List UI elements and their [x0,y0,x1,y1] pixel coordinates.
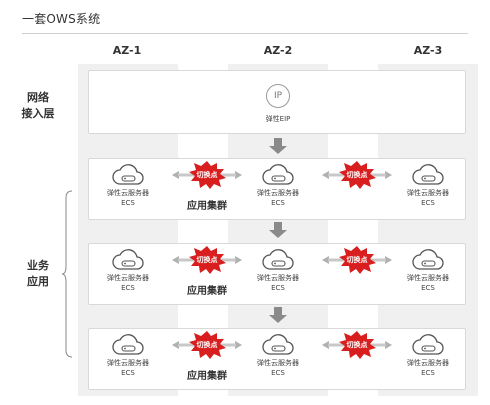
ecs-label-line2: ECS [421,369,435,377]
ecs-label-line1: 弹性云服务器 [257,359,299,367]
switch-point-icon [322,331,392,359]
eip-label: 弹性EIP [265,115,291,123]
ecs-node: 弹性云服务器 ECS [88,162,168,208]
switch-point-badge: 切换点 [320,245,394,275]
switch-point-label: 切换点 [346,341,368,349]
switch-point-label: 切换点 [346,256,368,264]
ecs-label-line2: ECS [121,284,135,292]
cloud-server-icon [262,164,294,185]
ecs-label-line2: ECS [271,199,285,207]
ecs-node: 弹性云服务器 ECS [238,247,318,293]
down-arrow-icon [269,307,287,323]
ecs-label-line1: 弹性云服务器 [107,359,149,367]
business-layer-label: 业务 应用 [18,258,58,290]
switch-point-label: 切换点 [196,171,218,179]
app-cluster-label: 应用集群 [187,201,227,212]
switch-point-icon [322,246,392,274]
az-2-label: AZ-2 [263,44,293,57]
switch-point-badge: 切换点 [320,330,394,360]
az-3-label: AZ-3 [413,44,443,57]
switch-point-icon [172,246,242,274]
eip-icon: IP [266,84,290,108]
ecs-label-line1: 弹性云服务器 [107,274,149,282]
az-1-label: AZ-1 [112,44,142,57]
cloud-server-icon [112,164,144,185]
cloud-server-icon [412,164,444,185]
switch-point-label: 切换点 [346,171,368,179]
switch-point-label: 切换点 [196,256,218,264]
diagram-title: 一套OWS系统 [22,12,101,26]
cloud-server-icon [412,334,444,355]
switch-point-label: 切换点 [196,341,218,349]
network-layer-line2: 接入层 [21,107,55,120]
down-arrow-icon [269,222,287,238]
ecs-label-line1: 弹性云服务器 [407,359,449,367]
network-layer-line1: 网络 [27,91,49,104]
cloud-server-icon [112,334,144,355]
business-layer-brace [62,190,73,358]
business-layer-line2: 应用 [27,275,49,288]
ecs-label-line1: 弹性云服务器 [107,189,149,197]
business-layer-line1: 业务 [27,259,49,272]
app-cluster-label: 应用集群 [187,286,227,297]
ecs-label-line2: ECS [121,199,135,207]
ecs-label-line2: ECS [421,199,435,207]
ecs-node: 弹性云服务器 ECS [388,162,468,208]
ecs-label-line1: 弹性云服务器 [257,274,299,282]
down-arrow-icon [269,138,287,154]
ecs-label-line2: ECS [121,369,135,377]
switch-point-icon [172,161,242,189]
cloud-server-icon [412,249,444,270]
switch-point-badge: 切换点 [170,245,244,275]
switch-point-badge: 切换点 [170,160,244,190]
ecs-node: 弹性云服务器 ECS [388,247,468,293]
ecs-node: 弹性云服务器 ECS [238,162,318,208]
ecs-label-line1: 弹性云服务器 [407,274,449,282]
ecs-label-line1: 弹性云服务器 [257,189,299,197]
title-divider [22,33,468,34]
ecs-node: 弹性云服务器 ECS [238,332,318,378]
switch-point-badge: 切换点 [320,160,394,190]
app-cluster-label: 应用集群 [187,371,227,382]
network-access-panel [88,70,466,134]
ecs-label-line2: ECS [271,369,285,377]
ecs-node: 弹性云服务器 ECS [88,247,168,293]
ecs-label-line2: ECS [421,284,435,292]
ecs-label-line2: ECS [271,284,285,292]
cloud-server-icon [262,334,294,355]
ecs-node: 弹性云服务器 ECS [88,332,168,378]
ecs-label-line1: 弹性云服务器 [407,189,449,197]
cloud-server-icon [262,249,294,270]
cloud-server-icon [112,249,144,270]
switch-point-badge: 切换点 [170,330,244,360]
switch-point-icon [322,161,392,189]
switch-point-icon [172,331,242,359]
network-layer-label: 网络 接入层 [18,90,58,122]
ecs-node: 弹性云服务器 ECS [388,332,468,378]
